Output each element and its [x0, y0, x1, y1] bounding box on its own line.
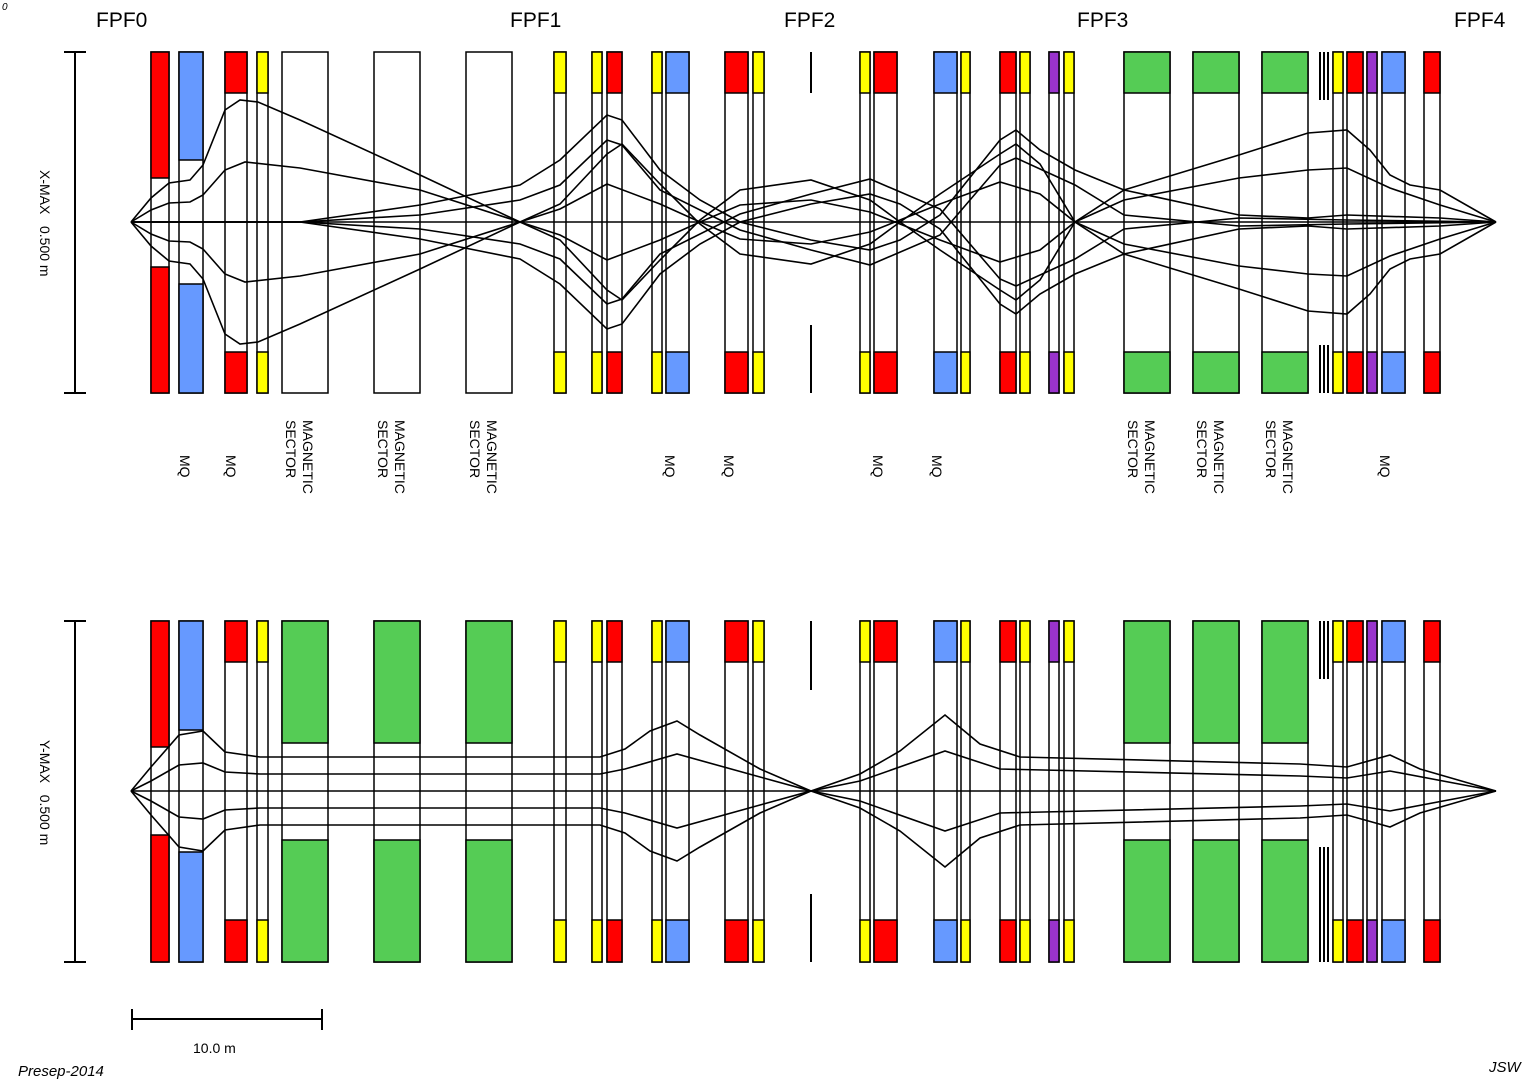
beamline-element-quad-focus [873, 51, 898, 394]
ray-traces [130, 99, 1497, 345]
mq-label: MQ [721, 455, 737, 478]
fpf3-label: FPF3 [1077, 9, 1128, 32]
footer-left: Presep-2014 [18, 1063, 104, 1080]
x-axis-bar [64, 51, 86, 394]
magnetic-sector-label: SECTOR [283, 420, 299, 478]
corner-mark: 0 [2, 2, 8, 13]
magnetic-sector-label: SECTOR [1263, 420, 1279, 478]
ray [131, 139, 1497, 266]
fpf1-label: FPF1 [510, 9, 561, 32]
ray [131, 193, 1497, 330]
ray [130, 790, 1497, 869]
ray [130, 142, 1497, 345]
scale-bar [131, 1009, 323, 1030]
ray-traces [130, 713, 1497, 869]
ray [130, 750, 1497, 792]
ray [130, 181, 1497, 283]
magnetic-sector-label: MAGNETIC [392, 420, 408, 494]
fpf2-label: FPF2 [784, 9, 835, 32]
slit [810, 621, 1329, 962]
mq-label: MQ [929, 455, 945, 478]
scale-bar-label: 10.0 m [193, 1040, 236, 1056]
ray [131, 114, 1497, 251]
magnetic-sector-label: MAGNETIC [1211, 420, 1227, 494]
magnetic-sector-label: SECTOR [467, 420, 483, 478]
mq-label: MQ [870, 455, 886, 478]
ray [130, 161, 1497, 263]
x-axis-label: X-MAX 0.500 m [37, 170, 53, 277]
y-axis-label: Y-MAX 0.500 m [37, 740, 53, 845]
beamline-element-dipole [1192, 51, 1240, 394]
mq-label: MQ [177, 455, 193, 478]
magnetic-sector-label: MAGNETIC [484, 420, 500, 494]
y-axis-bar [64, 620, 86, 963]
fpf0-label: FPF0 [96, 9, 147, 32]
mq-label: MQ [1377, 455, 1393, 478]
magnetic-sector-label: MAGNETIC [1280, 420, 1296, 494]
slit [810, 52, 1329, 393]
ray [130, 99, 1497, 302]
fpf4-label: FPF4 [1454, 9, 1506, 32]
magnetic-sector-label: MAGNETIC [1142, 420, 1158, 494]
y-plane-panel [130, 620, 1497, 963]
magnetic-sector-label: MAGNETIC [300, 420, 316, 494]
ray [130, 713, 1497, 792]
x-plane-panel [130, 51, 1497, 394]
footer-right: JSW [1488, 1059, 1523, 1076]
mq-label: MQ [223, 455, 239, 478]
ray [130, 790, 1497, 832]
magnetic-sector-label: SECTOR [1125, 420, 1141, 478]
magnetic-sector-label: SECTOR [1194, 420, 1210, 478]
ray [131, 178, 1497, 305]
mq-label: MQ [662, 455, 678, 478]
magnetic-sector-label: SECTOR [375, 420, 391, 478]
